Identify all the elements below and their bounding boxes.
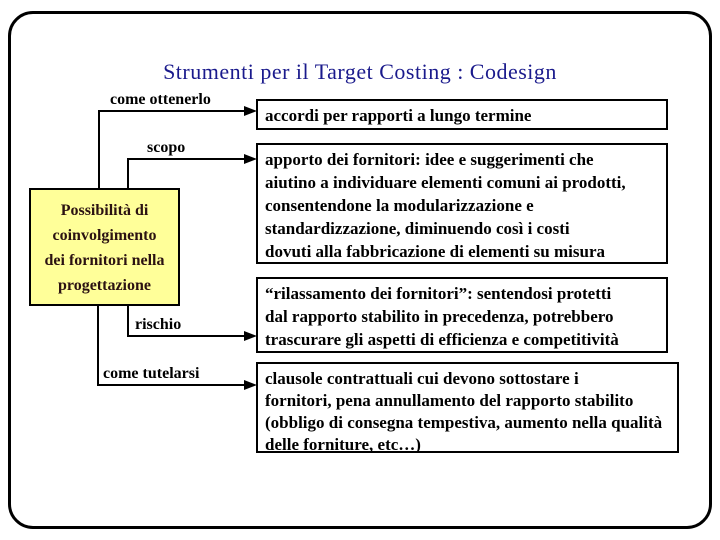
come-tutelarsi-connector-line — [97, 305, 99, 386]
come-ottenerlo-arrow-line — [98, 110, 245, 112]
come-ottenerlo-connector-line — [98, 110, 100, 188]
connector-label-come-ottenerlo: come ottenerlo — [110, 91, 211, 108]
center-box-text: Possibilità di coinvolgimento dei fornit… — [44, 202, 165, 294]
box-accordi: accordi per rapporti a lungo termine — [256, 99, 668, 130]
connector-label-scopo: scopo — [147, 139, 186, 156]
box-apporto-fornitori: apporto dei fornitori: idee e suggerimen… — [256, 143, 668, 264]
scopo-arrow-line — [127, 158, 245, 160]
rischio-arrowhead-icon — [244, 331, 257, 341]
box-clausole-contrattuali-text: clausole contrattuali cui devono sottost… — [265, 369, 663, 453]
rischio-arrow-line — [127, 335, 245, 337]
scopo-arrowhead-icon — [244, 154, 257, 164]
box-rilassamento-fornitori-text: “rilassamento dei fornitori”: sentendosi… — [265, 284, 619, 349]
connector-label-come-tutelarsi: come tutelarsi — [103, 365, 200, 382]
center-box-possibilita: Possibilità di coinvolgimento dei fornit… — [29, 188, 180, 306]
box-accordi-text: accordi per rapporti a lungo termine — [265, 106, 532, 125]
scopo-connector-line — [127, 158, 129, 188]
rischio-connector-line — [127, 305, 129, 337]
box-rilassamento-fornitori: “rilassamento dei fornitori”: sentendosi… — [256, 277, 668, 353]
slide-title: Strumenti per il Target Costing : Codesi… — [163, 59, 557, 84]
box-clausole-contrattuali: clausole contrattuali cui devono sottost… — [256, 362, 679, 453]
come-tutelarsi-arrow-line — [97, 384, 245, 386]
box-apporto-fornitori-text: apporto dei fornitori: idee e suggerimen… — [265, 150, 626, 261]
come-tutelarsi-arrowhead-icon — [244, 380, 257, 390]
connector-label-rischio: rischio — [135, 316, 182, 333]
come-ottenerlo-arrowhead-icon — [244, 106, 257, 116]
